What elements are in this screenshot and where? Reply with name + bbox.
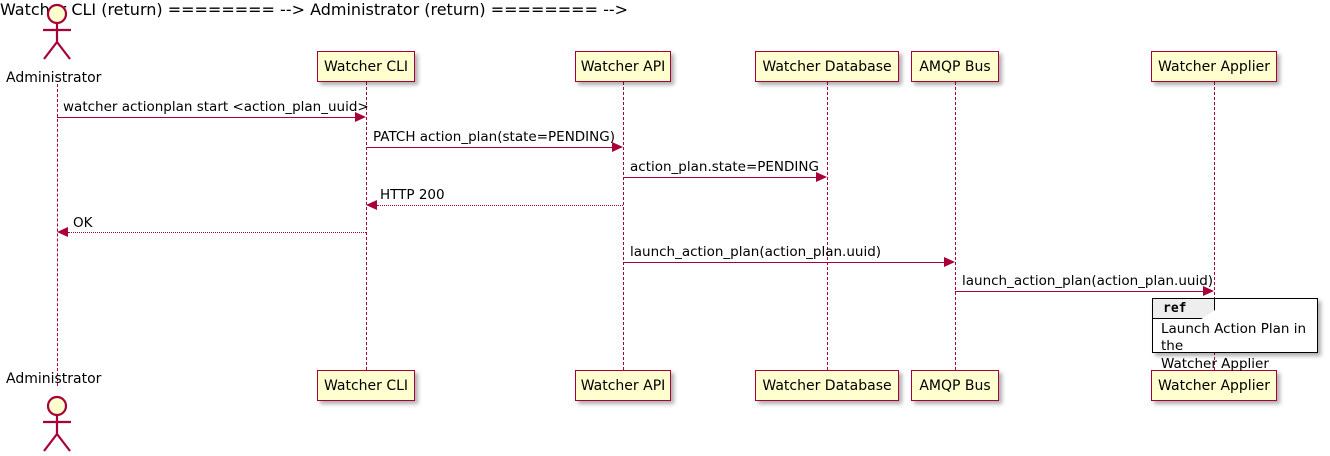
participant-box-watcher-database-top[interactable]: Watcher Database <box>755 51 899 82</box>
participant-box-watcher-applier-top[interactable]: Watcher Applier <box>1151 51 1277 82</box>
message-arrowhead-7 <box>1203 286 1214 296</box>
participant-label-watcher-applier-top: Watcher Applier <box>1158 58 1270 75</box>
message-label-4: HTTP 200 <box>380 187 445 203</box>
ref-fragment-body-line-1: Launch Action Plan in the <box>1161 321 1307 355</box>
message-label-2: PATCH action_plan(state=PENDING) <box>373 129 615 145</box>
ref-fragment-body-line-2: Watcher Applier <box>1161 355 1269 372</box>
message-arrowhead-3 <box>816 172 827 182</box>
message-label-7: launch_action_plan(action_plan.uuid) <box>962 273 1214 289</box>
participant-box-watcher-cli-top[interactable]: Watcher CLI <box>317 51 415 82</box>
message-label-5: OK <box>73 215 93 231</box>
participant-label-watcher-database-top: Watcher Database <box>762 58 892 75</box>
ref-fragment-tab: ref <box>1153 299 1215 319</box>
participant-box-watcher-api-top[interactable]: Watcher API <box>575 51 671 82</box>
lifeline-watcher-applier <box>1214 82 1215 370</box>
actor-administrator-top <box>37 3 77 60</box>
ref-fragment-body: Launch Action Plan in the Watcher Applie… <box>1161 321 1311 373</box>
message-line-5 <box>68 232 366 233</box>
message-arrowhead-2 <box>612 142 623 152</box>
message-arrowhead-5 <box>57 227 68 237</box>
actor-label-administrator-bottom: Administrator <box>6 371 102 387</box>
message-line-6 <box>623 262 944 263</box>
message-arrowhead-4 <box>366 200 377 210</box>
message-line-4 <box>377 205 623 206</box>
message-line-3 <box>623 177 816 178</box>
participant-label-watcher-api-top: Watcher API <box>580 58 666 75</box>
participant-label-watcher-cli-bottom: Watcher CLI <box>323 377 409 394</box>
participant-box-amqp-bus-bottom[interactable]: AMQP Bus <box>911 370 999 401</box>
participant-box-watcher-database-bottom[interactable]: Watcher Database <box>755 370 899 401</box>
ref-fragment-tab-label: ref <box>1163 301 1187 316</box>
lifeline-watcher-database <box>827 82 828 370</box>
ref-fragment-box: ref Launch Action Plan in the Watcher Ap… <box>1152 298 1318 372</box>
message-line-7 <box>955 291 1203 292</box>
participant-box-amqp-bus-top[interactable]: AMQP Bus <box>911 51 999 82</box>
participant-box-watcher-cli-bottom[interactable]: Watcher CLI <box>317 370 415 401</box>
participant-label-amqp-bus-top: AMQP Bus <box>919 58 991 75</box>
message-arrowhead-6 <box>944 257 955 267</box>
participant-box-watcher-applier-bottom[interactable]: Watcher Applier <box>1151 370 1277 401</box>
participant-box-watcher-api-bottom[interactable]: Watcher API <box>575 370 671 401</box>
message-arrowhead-1 <box>355 112 366 122</box>
message-label-3: action_plan.state=PENDING <box>630 159 819 175</box>
participant-label-watcher-database-bottom: Watcher Database <box>762 377 892 394</box>
lifeline-watcher-api <box>623 82 624 370</box>
participant-label-watcher-cli-top: Watcher CLI <box>323 58 409 75</box>
message-label-1: watcher actionplan start <action_plan_uu… <box>63 99 369 115</box>
message-line-2 <box>366 147 612 148</box>
lifeline-amqp-bus <box>955 82 956 370</box>
lifeline-watcher-cli <box>366 82 367 370</box>
actor-label-administrator-top: Administrator <box>6 70 102 86</box>
actor-administrator-bottom <box>37 395 77 452</box>
message-label-6: launch_action_plan(action_plan.uuid) <box>630 244 882 260</box>
participant-label-watcher-applier-bottom: Watcher Applier <box>1158 377 1270 394</box>
message-line-1 <box>57 117 355 118</box>
participant-label-amqp-bus-bottom: AMQP Bus <box>919 377 991 394</box>
participant-label-watcher-api-bottom: Watcher API <box>580 377 666 394</box>
